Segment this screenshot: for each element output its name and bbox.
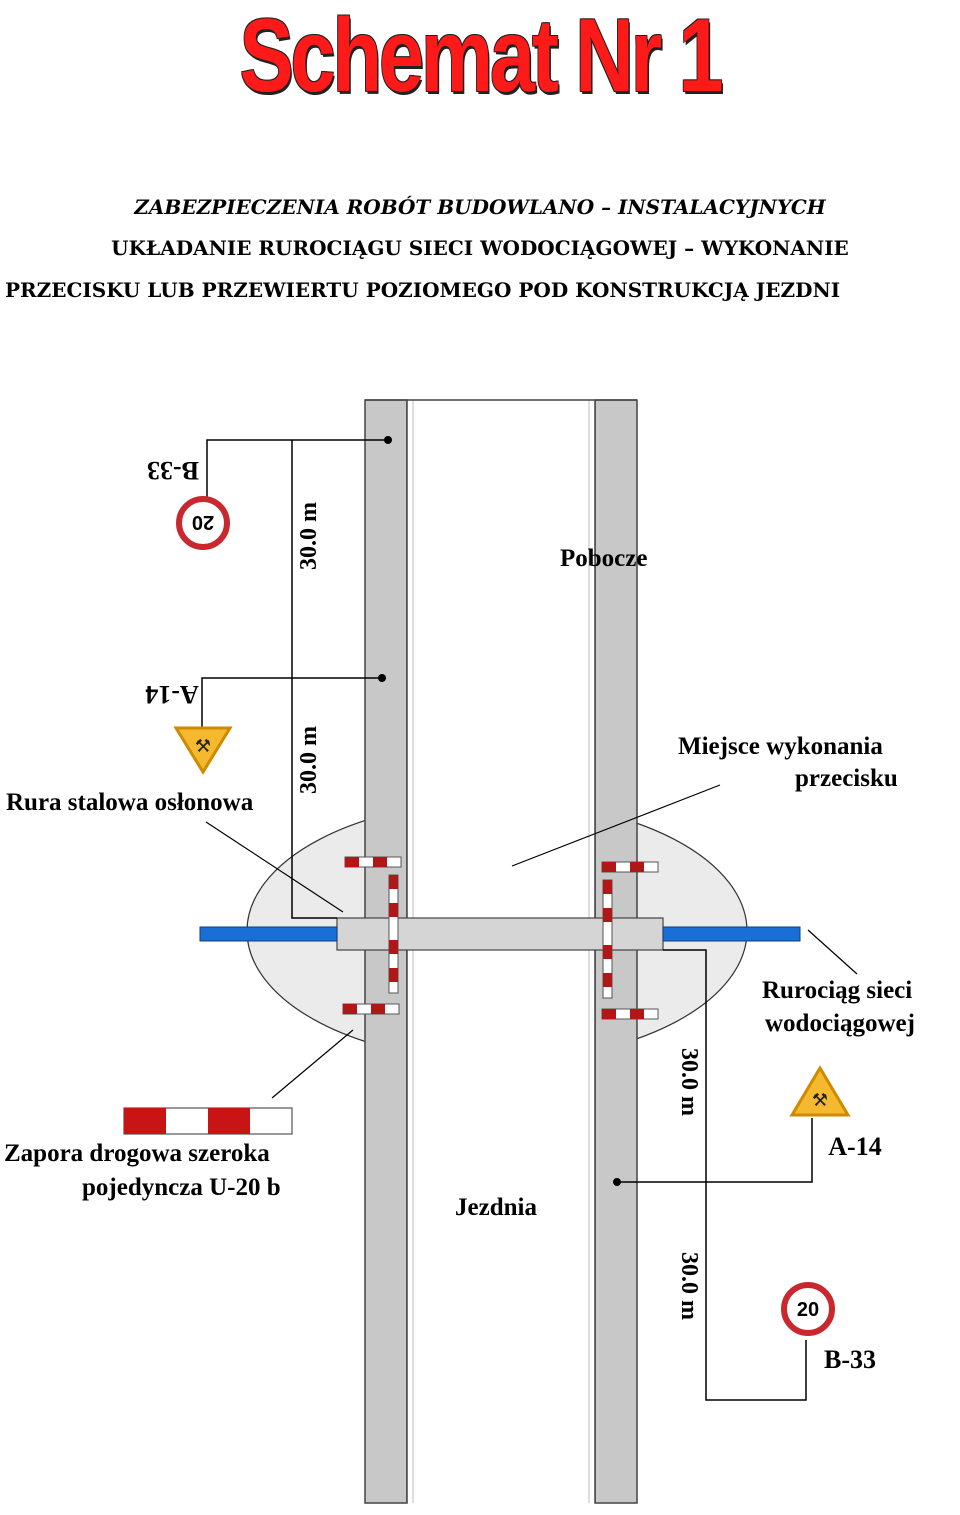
label-pobocze: Pobocze bbox=[560, 545, 647, 572]
speed-limit-sign-bottom: 20 bbox=[781, 1282, 835, 1336]
dimension-lines-right bbox=[617, 949, 813, 1401]
distance-label-4: 30.0 m bbox=[676, 1252, 702, 1320]
subtitle-line-2: UKŁADANIE RUROCIĄGU SIECI WODOCIĄGOWEJ –… bbox=[111, 236, 849, 260]
label-jezdnia: Jezdnia bbox=[455, 1194, 537, 1221]
label-miejsce-line2: przecisku bbox=[795, 765, 898, 792]
b33-top-value: 20 bbox=[192, 511, 214, 533]
label-zapora-line2: pojedyncza U-20 b bbox=[82, 1174, 281, 1201]
water-pipe-left bbox=[199, 926, 338, 942]
water-pipe-right bbox=[662, 926, 801, 942]
barrier-right-top bbox=[601, 861, 659, 873]
speed-limit-sign-top: 20 bbox=[176, 496, 230, 550]
subtitle-line-3: PRZECISKU LUB PRZEWIERTU POZIOMEGO POD K… bbox=[5, 278, 841, 302]
barrier-right-vertical bbox=[602, 879, 613, 999]
page-title: Schemat Nr 1 bbox=[239, 0, 723, 114]
worker-icon-bottom: ⚒ bbox=[812, 1090, 828, 1110]
label-rura: Rura stalowa osłonowa bbox=[6, 789, 254, 816]
worker-icon-top: ⚒ bbox=[195, 736, 211, 756]
label-miejsce-line1: Miejsce wykonania bbox=[678, 733, 883, 760]
a14-top-code: A-14 bbox=[145, 680, 198, 709]
b33-bottom-code: B-33 bbox=[824, 1345, 876, 1374]
b33-bottom-value: 20 bbox=[797, 1299, 819, 1321]
label-rurociag-line1: Rurociąg sieci bbox=[762, 977, 912, 1004]
barrier-left-top bbox=[344, 856, 402, 868]
distance-label-1: 30.0 m bbox=[296, 502, 322, 570]
barrier-left-bottom bbox=[342, 1003, 400, 1015]
road-surface bbox=[407, 400, 595, 1503]
dimension-lines-left bbox=[201, 439, 388, 919]
distance-label-3: 30.0 m bbox=[676, 1048, 702, 1116]
barrier-right-bottom bbox=[601, 1008, 659, 1020]
roadwork-sign-bottom: ⚒ bbox=[789, 1065, 851, 1117]
left-shoulder bbox=[364, 399, 408, 1504]
b33-top-code: B-33 bbox=[147, 456, 199, 485]
a14-bottom-code: A-14 bbox=[828, 1132, 881, 1161]
label-rurociag-line2: wodociągowej bbox=[765, 1010, 915, 1037]
roadwork-sign-top: ⚒ bbox=[173, 726, 233, 775]
label-zapora-line1: Zapora drogowa szeroka bbox=[4, 1140, 270, 1167]
subtitle-line-1: ZABEZPIECZENIA ROBÓT BUDOWLANO – INSTALA… bbox=[134, 195, 826, 219]
barrier-left-vertical bbox=[388, 874, 399, 994]
distance-label-2: 30.0 m bbox=[296, 726, 322, 794]
steel-casing-pipe bbox=[336, 917, 664, 951]
barrier-legend-icon bbox=[123, 1107, 293, 1135]
leader-lines bbox=[205, 784, 858, 1099]
